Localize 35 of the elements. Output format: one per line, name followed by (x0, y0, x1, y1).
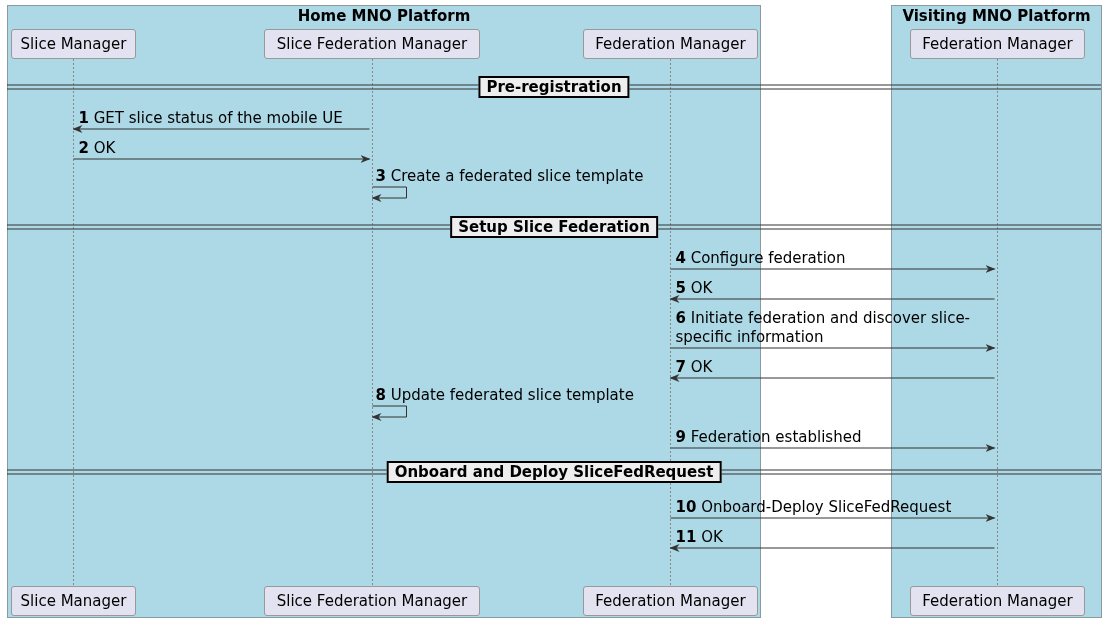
participant-box: Federation Manager (910, 29, 1085, 59)
lifeline (995, 59, 999, 586)
message-label: 3 Create a federated slice template (375, 167, 644, 186)
participant-box: Slice Federation Manager (264, 586, 480, 616)
participant-box: Federation Manager (910, 586, 1085, 616)
lifeline (71, 59, 75, 586)
message-arrow (670, 344, 996, 352)
message-label: 4 Configure federation (675, 249, 846, 268)
message-label: 11 OK (675, 528, 723, 547)
message-arrow (72, 125, 370, 133)
message-arrow (670, 514, 996, 522)
message-arrow (371, 186, 407, 202)
message-arrow (73, 155, 371, 163)
participant-box: Slice Manager (11, 29, 136, 59)
message-label: 10 Onboard-Deploy SliceFedRequest (675, 498, 952, 517)
message-label: 5 OK (675, 279, 713, 298)
participant-box: Federation Manager (583, 29, 758, 59)
message-label: 8 Update federated slice template (375, 386, 634, 405)
message-label: 7 OK (675, 358, 713, 377)
message-arrow (670, 444, 996, 452)
lifeline (370, 59, 374, 586)
message-label: 6 Initiate federation and discover slice-specific information (675, 309, 972, 347)
message-arrow (669, 544, 995, 552)
participant-box: Slice Manager (11, 586, 136, 616)
participant-box: Slice Federation Manager (264, 29, 480, 59)
participant-box: Federation Manager (583, 586, 758, 616)
message-arrow (670, 265, 996, 273)
message-arrow (371, 405, 407, 421)
message-arrow (669, 295, 995, 303)
message-label: 1 GET slice status of the mobile UE (78, 109, 343, 128)
message-label: 9 Federation established (675, 428, 862, 447)
message-label: 2 OK (78, 139, 116, 158)
panel-title: Home MNO Platform (296, 7, 472, 25)
message-arrow (669, 374, 995, 382)
panel-title: Visiting MNO Platform (901, 7, 1092, 25)
